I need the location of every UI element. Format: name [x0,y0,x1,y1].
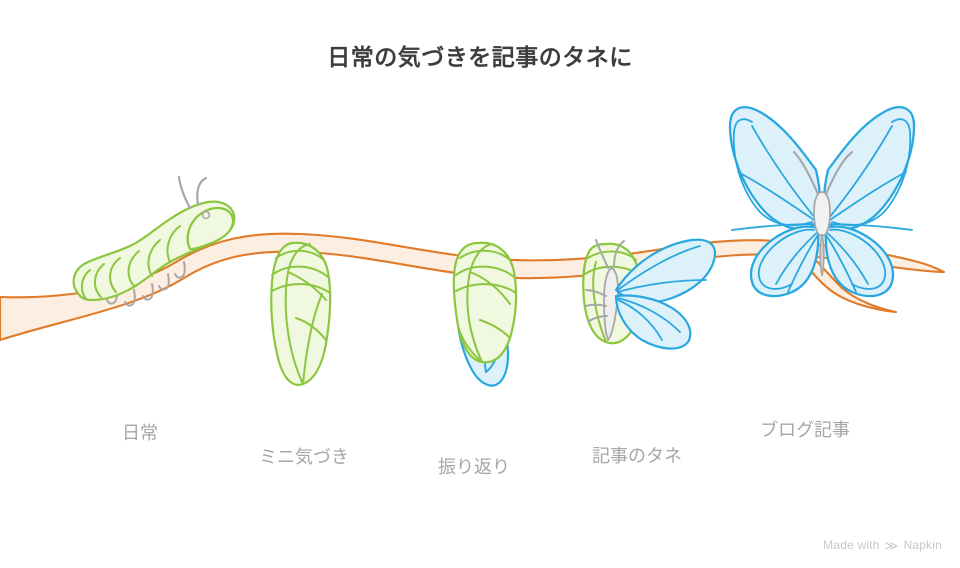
emerging-lower-wing [614,294,692,350]
chrysalis-body-2 [452,241,518,364]
stage-label-reflection: 振り返り [438,457,510,477]
butterfly-wing-upper-left [728,106,822,231]
butterfly-wing-lower-left [749,225,820,298]
caterpillar-head [186,206,235,251]
butterfly-body [813,191,831,237]
butterfly-emerging-icon [582,238,717,350]
stage-label-blog-post: ブログ記事 [760,420,850,440]
chrysalis-body [270,241,332,386]
page-title: 日常の気づきを記事のタネに [327,44,633,70]
butterfly-wing-lower-right [824,225,895,298]
napkin-watermark: Made with ≫ Napkin [823,538,942,552]
stage-label-article-seed: 記事のタネ [592,446,682,466]
chrysalis-emerging-icon [452,241,518,387]
butterfly-antennae [792,150,854,196]
napkin-logo-icon: ≫ [884,537,899,553]
caterpillar-antennae [177,175,208,210]
butterfly-abdomen [819,233,825,277]
watermark-prefix: Made with [823,538,880,552]
watermark-brand: Napkin [903,538,942,552]
caterpillar-icon [72,175,236,307]
emerging-upper-wing [614,238,717,304]
butterfly-wing-upper-right [822,106,916,231]
butterfly-icon [728,106,916,298]
stage-label-daily: 日常 [122,423,158,443]
chrysalis-icon [270,241,332,386]
stage-label-mini-insight: ミニ気づき [259,447,349,467]
caterpillar-eye [201,210,211,220]
emerging-body [585,239,625,341]
